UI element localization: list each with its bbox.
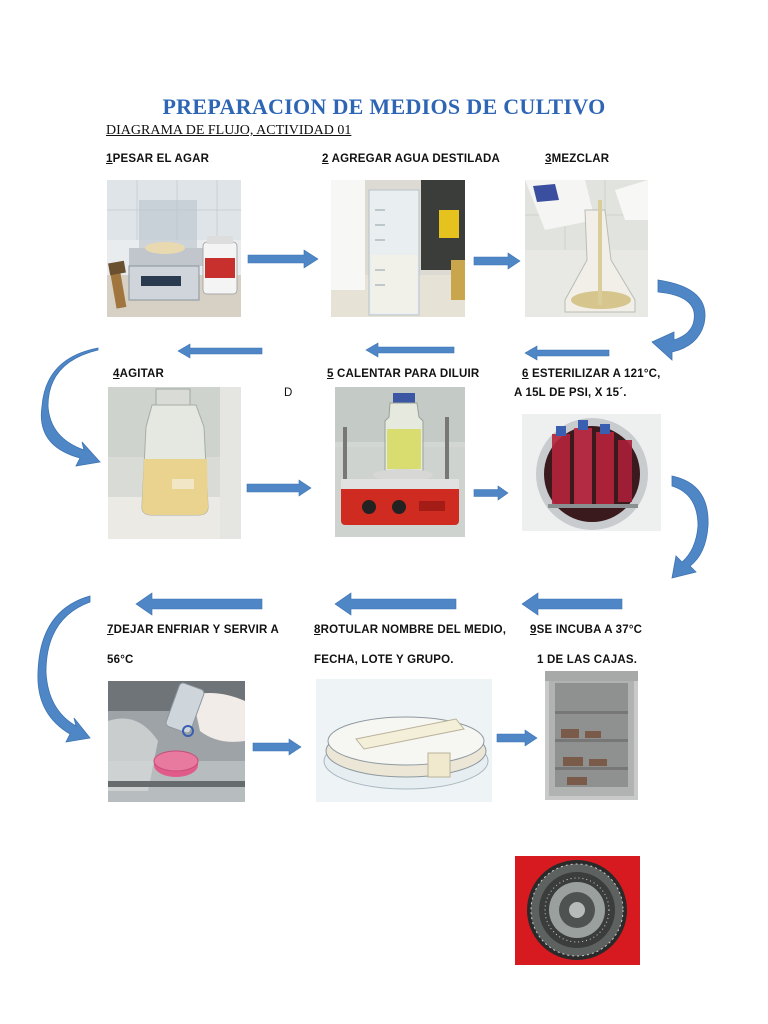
step-6-number: 6 (522, 368, 529, 380)
arrow-left-row3-a (135, 592, 263, 616)
step-3-label: 3MEZCLAR (545, 153, 609, 165)
step-5-text: CALENTAR PARA DILUIR (333, 368, 480, 380)
curved-arrow-left-row2-to-step4 (40, 347, 101, 467)
step-4-number: 4 (113, 368, 120, 380)
step-7-photo-pouring (108, 681, 245, 802)
step-6-text: ESTERILIZAR A 121°C, (528, 368, 661, 380)
step-5-photo-hotplate (335, 387, 465, 537)
arrow-right-step5-to-6 (473, 485, 509, 501)
culture-colony-photo (515, 856, 640, 965)
arrow-right-step1-to-2 (247, 249, 319, 269)
step-7-label-line2: 56°C (107, 654, 134, 666)
step-8-label-line2: FECHA, LOTE Y GRUPO. (314, 654, 454, 666)
arrow-left-row3-b (334, 592, 457, 616)
step-8-label: 8ROTULAR NOMBRE DEL MEDIO, (314, 624, 506, 636)
step-1-label: 1PESAR EL AGAR (106, 153, 209, 165)
step-3-number: 3 (545, 153, 552, 165)
arrow-right-step8-to-9 (496, 729, 538, 747)
step-1-number: 1 (106, 153, 113, 165)
arrow-right-step2-to-3 (473, 252, 521, 270)
step-9-number: 9 (530, 624, 537, 636)
page-subtitle: DIAGRAMA DE FLUJO, ACTIVIDAD 01 (106, 123, 352, 138)
step-4-label: 4AGITAR (113, 368, 164, 380)
step-7-label: 7DEJAR ENFRIAR Y SERVIR A (107, 624, 279, 636)
arrow-left-row2-c (524, 345, 610, 361)
step-5-label: 5 CALENTAR PARA DILUIR (327, 368, 479, 380)
arrow-left-row2-b (365, 342, 455, 358)
step-1-text: PESAR EL AGAR (112, 153, 210, 165)
arrow-left-row3-c (521, 592, 623, 616)
step-6-label-line2: A 15L DE PSI, X 15´. (514, 387, 627, 399)
step-9-label-line2: 1 DE LAS CAJAS. (537, 654, 638, 666)
step-3-text: MEZCLAR (551, 153, 610, 165)
curved-arrow-right-row2-to-row3 (668, 474, 712, 580)
step-6-label: 6 ESTERILIZAR A 121°C, (522, 368, 661, 380)
stray-letter: D (284, 387, 293, 399)
step-2-label: 2 AGREGAR AGUA DESTILADA (322, 153, 500, 165)
step-6-photo-autoclave (522, 414, 661, 531)
step-3-photo-mixing (525, 180, 648, 317)
step-1-photo-balance (107, 180, 241, 317)
step-5-number: 5 (327, 368, 334, 380)
step-7-text: DEJAR ENFRIAR Y SERVIR A (113, 624, 280, 636)
step-8-photo-petri-dish (316, 679, 492, 802)
step-9-text: SE INCUBA A 37°C (536, 624, 643, 636)
step-2-text: AGREGAR AGUA DESTILADA (328, 153, 500, 165)
curved-arrow-left-row3-to-step7 (37, 595, 92, 743)
step-2-photo-cylinder (331, 180, 465, 317)
step-8-text: ROTULAR NOMBRE DEL MEDIO, (320, 624, 507, 636)
step-4-photo-bottle (108, 387, 241, 539)
step-2-number: 2 (322, 153, 329, 165)
curved-arrow-right-row1-to-row2 (651, 278, 712, 361)
step-7-number: 7 (107, 624, 114, 636)
step-9-label: 9SE INCUBA A 37°C (530, 624, 642, 636)
step-4-text: AGITAR (119, 368, 165, 380)
page-title: PREPARACION DE MEDIOS DE CULTIVO (162, 94, 606, 119)
step-9-photo-incubator (545, 671, 638, 800)
step-8-number: 8 (314, 624, 321, 636)
arrow-left-row2-a (177, 343, 263, 359)
arrow-right-step4-to-5 (246, 479, 312, 497)
arrow-right-step7-to-8 (252, 738, 302, 756)
